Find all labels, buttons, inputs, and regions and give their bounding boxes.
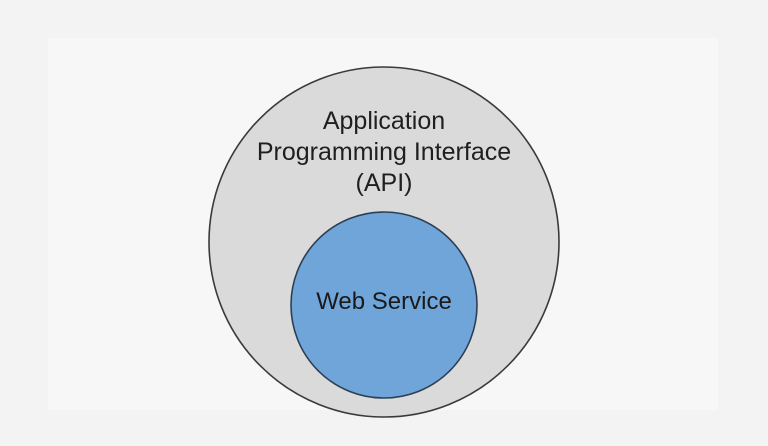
api-label-line-2: Programming Interface [257,138,511,166]
api-label-line-1: Application [323,107,445,135]
api-label-line-3: (API) [356,169,413,197]
web-service-label: Web Service [316,288,452,315]
web-service-circle [290,211,478,399]
